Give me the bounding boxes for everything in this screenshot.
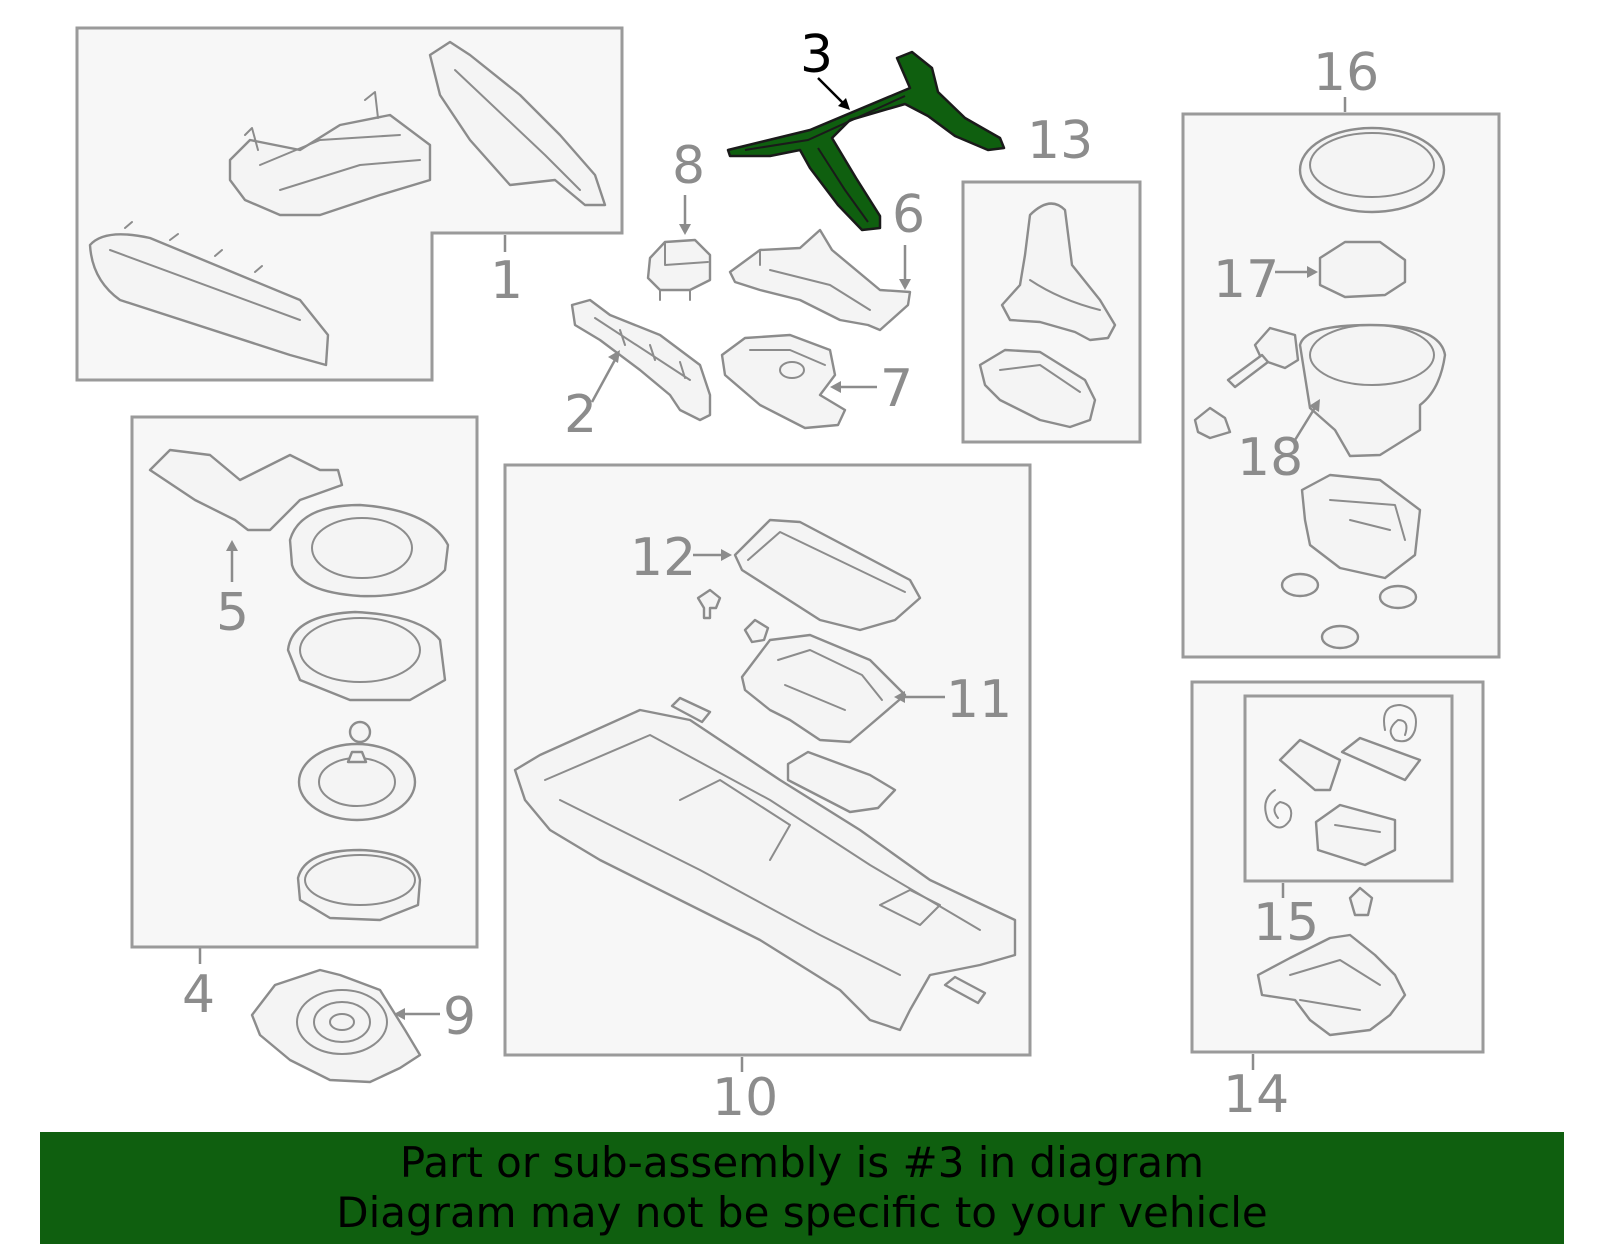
callout-16: 16 [1313, 43, 1379, 103]
part-15-spring-a [1383, 704, 1417, 743]
part-4-base-ring [296, 848, 422, 922]
callout-15: 15 [1253, 893, 1319, 953]
part-16-cap [1298, 126, 1446, 214]
callout-5: 5 [216, 583, 249, 643]
callout-4: 4 [182, 965, 215, 1025]
part-15-block [1314, 803, 1397, 867]
part-11 [740, 633, 907, 744]
part-12 [733, 518, 922, 632]
part-10-strip-a [670, 696, 712, 724]
part-6 [728, 228, 912, 332]
part-7 [720, 333, 847, 430]
part-5 [148, 448, 344, 532]
part-13-base [978, 348, 1097, 429]
part-2 [570, 298, 712, 422]
callout-12: 12 [630, 528, 696, 588]
callout-9: 9 [443, 987, 476, 1047]
part-15-plate-b [1340, 736, 1422, 782]
part-16-tray [1300, 473, 1422, 580]
callout-3: 3 [800, 25, 833, 85]
callout-6: 6 [892, 185, 925, 245]
part-18-cup [1298, 323, 1447, 458]
part-9 [250, 968, 422, 1084]
callout-2: 2 [564, 385, 597, 445]
part-15-plate-a [1278, 738, 1342, 792]
callout-18: 18 [1237, 428, 1303, 488]
part-4-ring [286, 610, 447, 702]
part-1-side-trim [428, 40, 607, 207]
part-4-boot [297, 720, 417, 822]
callout-8: 8 [672, 136, 705, 196]
notice-banner: Part or sub-assembly is #3 in diagram Di… [40, 1132, 1564, 1244]
part-14-bracket [1256, 933, 1407, 1037]
callout-11: 11 [946, 670, 1012, 730]
part-18-lever [1193, 326, 1300, 440]
part-4-bezel [288, 503, 450, 598]
callout-14: 14 [1223, 1065, 1289, 1125]
part-17 [1318, 240, 1407, 299]
part-15-spring-b [1264, 789, 1293, 829]
part-1-glovebox [88, 221, 330, 367]
callout-13: 13 [1027, 111, 1093, 171]
part-8 [646, 238, 712, 301]
part-14-clip [1348, 886, 1374, 917]
callout-10: 10 [712, 1068, 778, 1128]
part-1-bracket [228, 91, 432, 217]
callout-17: 17 [1213, 250, 1279, 310]
banner-line-1: Part or sub-assembly is #3 in diagram [399, 1138, 1205, 1187]
part-10-clip-b [743, 618, 770, 644]
part-10-clip-a [696, 588, 722, 620]
part-13-boot [1000, 202, 1117, 342]
part-10-console [513, 708, 1017, 1032]
banner-line-2: Diagram may not be specific to your vehi… [336, 1188, 1268, 1237]
part-3-highlighted [726, 50, 1006, 232]
callout-7: 7 [880, 359, 913, 419]
part-16-grommets [1280, 572, 1418, 650]
part-10-pad [786, 750, 897, 814]
part-10-strip-b [943, 975, 987, 1005]
callout-1: 1 [490, 251, 523, 311]
